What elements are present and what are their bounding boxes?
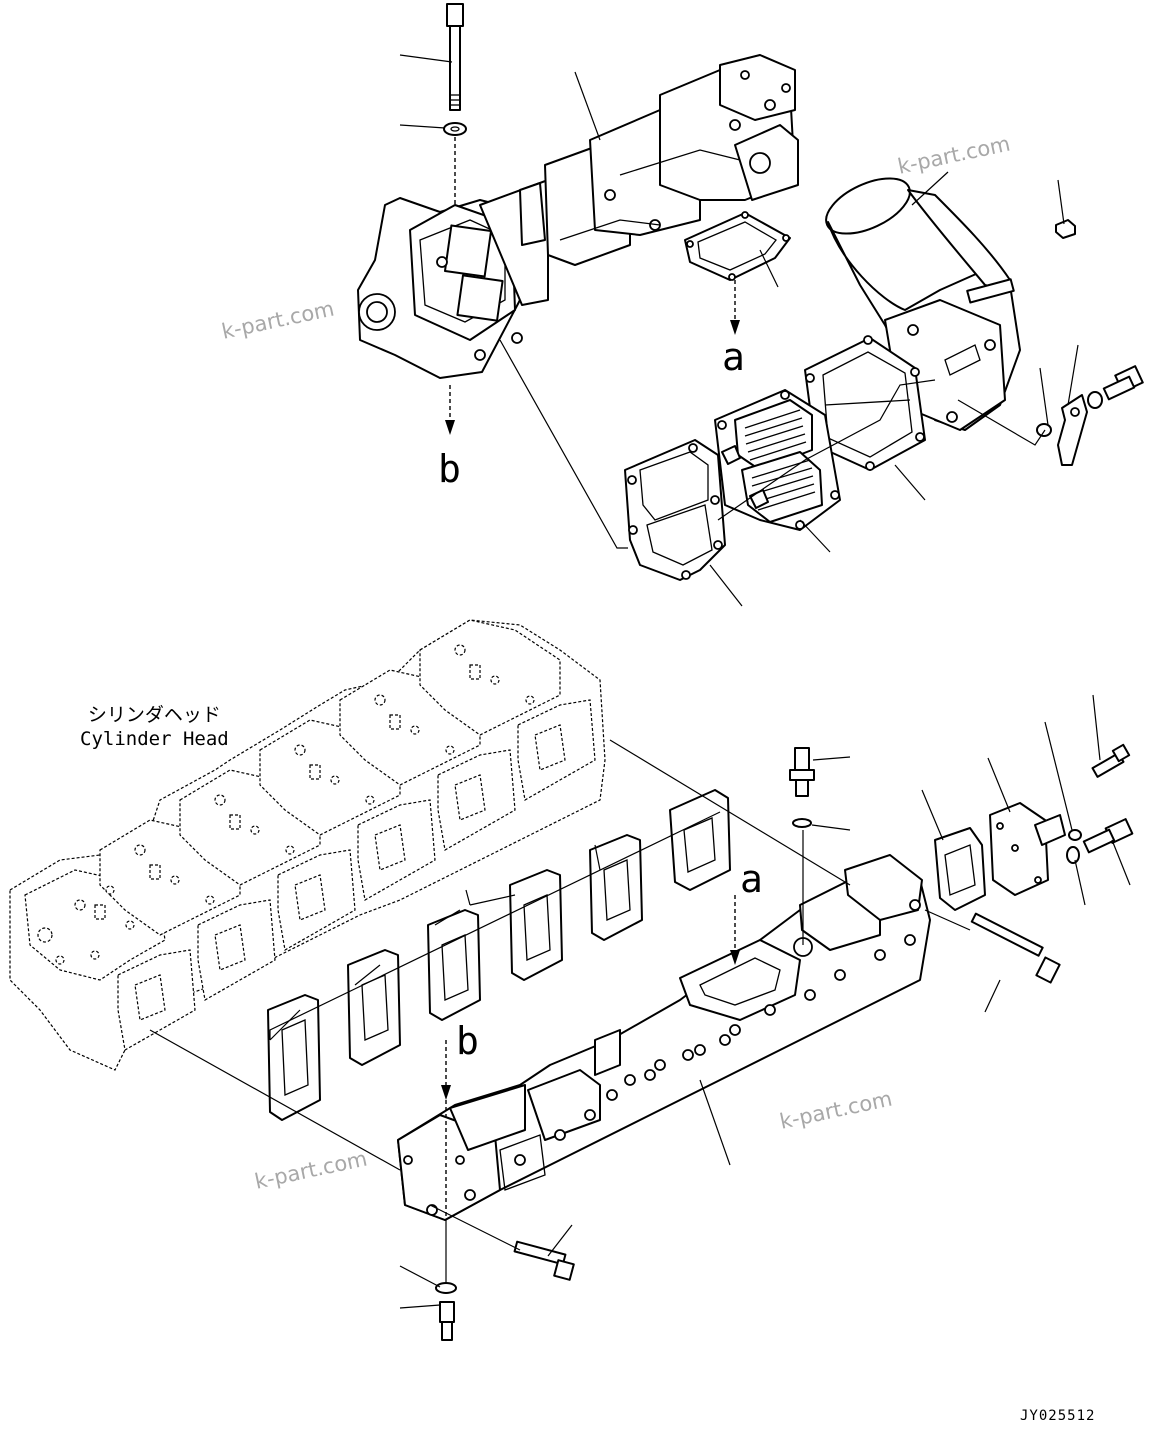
flow-arrows <box>441 137 740 1220</box>
nut-elbow <box>1036 423 1052 437</box>
bolt-top <box>446 3 464 111</box>
cylinder-head-label-jp: シリンダヘッド <box>87 704 221 726</box>
flange-gasket-right <box>934 827 986 911</box>
washer-top <box>443 122 467 136</box>
port-gasket-2 <box>347 949 401 1066</box>
callout-a-top: a <box>722 335 745 379</box>
cylinder-head-label: シリンダヘッド Cylinder Head <box>80 703 229 751</box>
drawing-code: JY025512 <box>1020 1408 1096 1424</box>
small-ring <box>1068 829 1082 841</box>
cylinder-head-block <box>9 619 606 1071</box>
washer-elbow <box>1087 391 1103 409</box>
bolt-cover <box>1082 818 1134 854</box>
port-gaskets <box>267 789 731 1121</box>
gasket-manifold <box>624 439 726 581</box>
bolt-elbow <box>1102 365 1144 401</box>
lower-exhaust-manifold <box>397 854 931 1221</box>
upper-exhaust-manifold <box>357 54 799 379</box>
cylinder-head-label-en: Cylinder Head <box>80 728 229 750</box>
temp-sensor <box>789 747 815 797</box>
port-gasket-3 <box>427 909 481 1021</box>
port-gasket-4 <box>509 869 563 981</box>
sensor-plug <box>1091 743 1131 778</box>
bolt-lower-end <box>513 1240 575 1281</box>
small-bolt-elbow <box>1055 219 1076 239</box>
sensor-washer <box>792 818 812 828</box>
bolt-bottom <box>439 1301 455 1341</box>
leader-lines <box>149 54 1131 1309</box>
callout-a-bottom: a <box>740 857 763 901</box>
long-bolt-lower <box>970 912 1061 984</box>
washer-bottom <box>435 1282 457 1294</box>
bracket-elbow <box>1057 394 1088 466</box>
cover-plate-right <box>989 802 1066 896</box>
port-gasket-6 <box>669 789 731 891</box>
callout-b-top: b <box>438 447 461 491</box>
washer-cover <box>1066 846 1080 864</box>
port-gasket-1 <box>267 994 321 1121</box>
port-gasket-5 <box>589 834 643 941</box>
callout-b-bottom: b <box>456 1019 479 1063</box>
gasket-a-upper <box>684 211 791 281</box>
